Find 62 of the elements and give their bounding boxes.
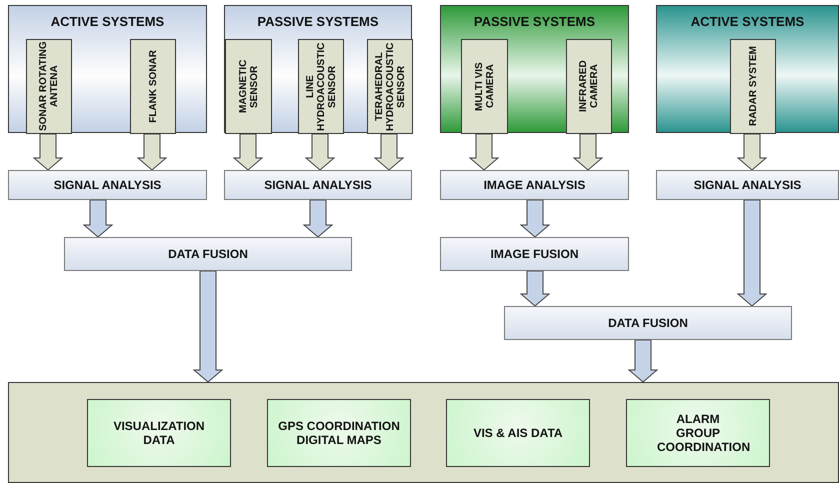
output-box bbox=[626, 399, 770, 467]
block-arrow bbox=[736, 200, 768, 307]
block-arrow bbox=[628, 340, 658, 383]
box-label: ALARM GROUP COORDINATION bbox=[656, 412, 752, 454]
process-box bbox=[440, 237, 629, 271]
block-arrow bbox=[736, 134, 768, 171]
block-arrow bbox=[520, 200, 550, 238]
sensor-label: MULTI VIS CAMERA bbox=[474, 61, 496, 113]
block-arrow bbox=[304, 134, 336, 171]
process-box bbox=[504, 306, 792, 340]
block-arrow bbox=[520, 270, 550, 307]
group-heading: PASSIVE SYSTEMS bbox=[256, 15, 380, 29]
sensor-box bbox=[461, 39, 508, 134]
system-group-panel bbox=[440, 5, 629, 133]
sensor-box bbox=[130, 39, 176, 134]
sensor-box bbox=[298, 39, 344, 134]
sensor-box bbox=[26, 39, 72, 134]
block-arrow bbox=[468, 134, 500, 171]
process-box bbox=[440, 170, 629, 200]
sensor-box bbox=[225, 39, 272, 134]
box-label: IMAGE FUSION bbox=[489, 247, 580, 261]
sensor-label: TERAHEDRAL HYDROACOUSTIC SENSOR bbox=[374, 41, 406, 133]
block-arrow bbox=[136, 134, 168, 171]
box-label: GPS COORDINATION DIGITAL MAPS bbox=[277, 419, 401, 447]
process-box bbox=[656, 170, 839, 200]
output-box bbox=[267, 399, 411, 467]
block-arrow bbox=[232, 134, 264, 171]
sensor-label: LINE HYDROACOUSTIC SENSOR bbox=[304, 41, 338, 133]
box-label: SIGNAL ANALYSIS bbox=[263, 178, 373, 192]
sensor-label: FLANK SONAR bbox=[148, 50, 158, 123]
box-label: IMAGE ANALYSIS bbox=[482, 178, 586, 192]
sensor-box bbox=[730, 39, 776, 134]
group-heading: ACTIVE SYSTEMS bbox=[690, 15, 806, 29]
block-arrow bbox=[32, 134, 64, 171]
output-box bbox=[446, 399, 590, 467]
sensor-box bbox=[367, 39, 413, 134]
box-label: SIGNAL ANALYSIS bbox=[52, 178, 162, 192]
output-panel bbox=[8, 382, 839, 483]
box-label: DATA FUSION bbox=[607, 316, 689, 330]
block-arrow bbox=[374, 134, 404, 171]
block-arrow bbox=[192, 270, 224, 383]
box-label: SIGNAL ANALYSIS bbox=[692, 178, 802, 192]
sensor-label: INFRARED CAMERA bbox=[578, 60, 600, 114]
system-group-panel bbox=[224, 5, 412, 133]
box-label: VIS & AIS DATA bbox=[472, 426, 564, 440]
process-box bbox=[8, 170, 207, 200]
box-label: DATA FUSION bbox=[167, 247, 249, 261]
sensor-label: SONAR ROTATING ANTENA bbox=[38, 40, 60, 133]
system-group-panel bbox=[8, 5, 207, 133]
box-label: VISUALIZATION DATA bbox=[112, 419, 206, 447]
group-heading: ACTIVE SYSTEMS bbox=[50, 15, 166, 29]
sensor-box bbox=[566, 39, 612, 134]
process-box bbox=[64, 237, 352, 271]
block-arrow bbox=[572, 134, 604, 171]
system-group-panel bbox=[656, 5, 839, 133]
sensor-label: RADAR SYSTEM bbox=[748, 46, 758, 126]
process-box bbox=[224, 170, 412, 200]
group-heading: PASSIVE SYSTEMS bbox=[472, 15, 596, 29]
sensor-label: MAGNETIC SENSOR bbox=[238, 58, 260, 116]
output-box bbox=[87, 399, 231, 467]
block-arrow bbox=[82, 200, 114, 238]
block-arrow bbox=[302, 200, 334, 238]
